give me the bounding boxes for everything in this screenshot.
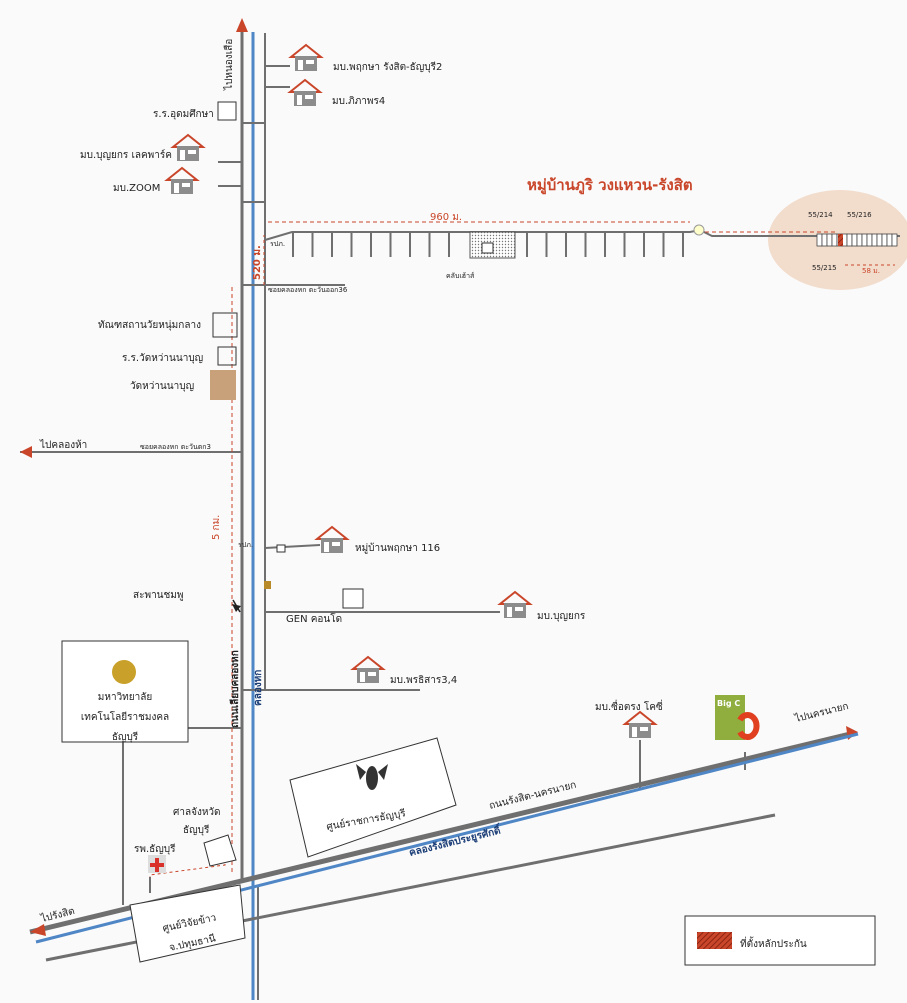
temple-label: วัดหว่านนาบุญ bbox=[130, 381, 194, 392]
court-box bbox=[203, 834, 237, 867]
guard-post-label: รปภ. bbox=[238, 541, 253, 549]
lot bbox=[821, 233, 828, 247]
clubhouse-label: คลับเฮ้าส์ bbox=[446, 272, 475, 280]
west-direction: ไปคลองห้า bbox=[39, 439, 87, 451]
guard-post-label: รปภ. bbox=[270, 240, 285, 248]
distance-520: 520 ม. bbox=[252, 245, 263, 280]
roundabout bbox=[693, 224, 705, 236]
house-icon bbox=[352, 656, 384, 684]
school-udom-box bbox=[217, 101, 237, 121]
store-icon bbox=[264, 581, 271, 589]
bigc-label: Big C bbox=[717, 699, 740, 708]
village-label: หมู่บ้านพฤกษา 116 bbox=[355, 542, 440, 554]
lot bbox=[866, 233, 873, 247]
school-wat-box bbox=[217, 346, 237, 366]
prison-box bbox=[212, 312, 238, 338]
soi3-label: ซอยคลองหก ตะวันตก3 bbox=[140, 443, 211, 451]
north-arrow bbox=[236, 18, 248, 32]
village-label: มบ.บุญยกร เลคพาร์ค bbox=[80, 149, 172, 161]
lot-row bbox=[816, 233, 898, 247]
lot bbox=[851, 233, 858, 247]
gen-condo-label: GEN คอนโด bbox=[286, 612, 342, 625]
west-arrow bbox=[20, 446, 32, 458]
hospital-label: รพ.ธัญบุรี bbox=[134, 843, 176, 855]
guard-post-icon bbox=[276, 544, 286, 553]
village-label: มบ.บุญยกร bbox=[537, 611, 586, 622]
lot bbox=[816, 233, 823, 247]
lot bbox=[826, 233, 833, 247]
bigc-c-shape bbox=[737, 712, 760, 740]
house-icon bbox=[290, 44, 322, 72]
lot-number: 55/215 bbox=[812, 264, 837, 272]
prison-label: ทัณฑสถานวัยหนุ่มกลาง bbox=[98, 320, 201, 331]
village-label: มบ.ภิภาพร4 bbox=[332, 96, 385, 107]
house-icon bbox=[289, 79, 321, 107]
legend-label: ที่ตั้งหลักประกัน bbox=[740, 936, 807, 950]
university-label: มหาวิทยาลัย bbox=[98, 692, 152, 703]
garuda-emblem bbox=[356, 764, 388, 790]
lot bbox=[876, 233, 883, 247]
university-label: เทคโนโลยีราชมงคล bbox=[81, 710, 169, 723]
court-label: ธัญบุรี bbox=[183, 824, 210, 836]
map-title: หมู่บ้านภูริ วงแหวน-รังสิต bbox=[527, 176, 693, 195]
university-label: ธัญบุรี bbox=[112, 731, 139, 743]
lot bbox=[846, 233, 853, 247]
legend-swatch bbox=[697, 932, 732, 949]
side-roads bbox=[20, 65, 746, 905]
village-label: มบ.ZOOM bbox=[113, 183, 160, 194]
temple-icon bbox=[210, 370, 236, 400]
collateral-lot bbox=[838, 234, 843, 246]
village-label: มบ.พฤกษา รังสิต-ธัญบุรี2 bbox=[333, 61, 442, 73]
gov-center-box bbox=[289, 737, 457, 858]
lot bbox=[871, 233, 878, 247]
lot bbox=[856, 233, 863, 247]
rice-center-box bbox=[129, 884, 246, 963]
canal6-label: คลองหก bbox=[253, 670, 264, 706]
school-udom-label: ร.ร.อุดมศึกษา bbox=[153, 108, 214, 120]
lot bbox=[886, 233, 893, 247]
lot bbox=[861, 233, 868, 247]
university-logo bbox=[112, 660, 136, 684]
distance-58: 58 ม. bbox=[862, 267, 880, 275]
house-icon bbox=[499, 591, 531, 619]
north-direction: ไปหนองเสือ bbox=[223, 39, 235, 91]
distance-960: 960 ม. bbox=[430, 212, 462, 223]
village-sois bbox=[292, 232, 684, 257]
lot bbox=[831, 233, 838, 247]
lot-number: 55/216 bbox=[847, 211, 872, 219]
court-label: ศาลจังหวัด bbox=[173, 807, 221, 818]
gen-condo-box bbox=[342, 588, 364, 609]
bridge-label: สะพานชมพู bbox=[133, 590, 184, 601]
school-wat-label: ร.ร.วัดหว่านนาบุญ bbox=[122, 353, 203, 364]
nakhonnayok-direction: ไปนครนายก bbox=[793, 700, 850, 725]
house-icon bbox=[166, 167, 198, 195]
lot bbox=[891, 233, 898, 247]
distance-5km: 5 กม. bbox=[211, 515, 222, 540]
village-label: มบ.ซื่อตรง โคซี่ bbox=[595, 699, 663, 713]
university-box bbox=[61, 640, 189, 743]
soi36-label: ซอยคลองหก ตะวันออก36 bbox=[268, 286, 348, 294]
village-label: มบ.พรธิสาร3,4 bbox=[390, 675, 457, 686]
red-cross-icon bbox=[150, 858, 164, 872]
rangsit-arrow bbox=[30, 924, 46, 936]
lot-number: 55/214 bbox=[808, 211, 833, 219]
house-icon bbox=[624, 711, 656, 739]
house-icon bbox=[172, 134, 204, 162]
parallel-road-label: ถนนเลียบคลองหก bbox=[229, 650, 241, 728]
house-icon bbox=[316, 526, 348, 554]
lot bbox=[881, 233, 888, 247]
